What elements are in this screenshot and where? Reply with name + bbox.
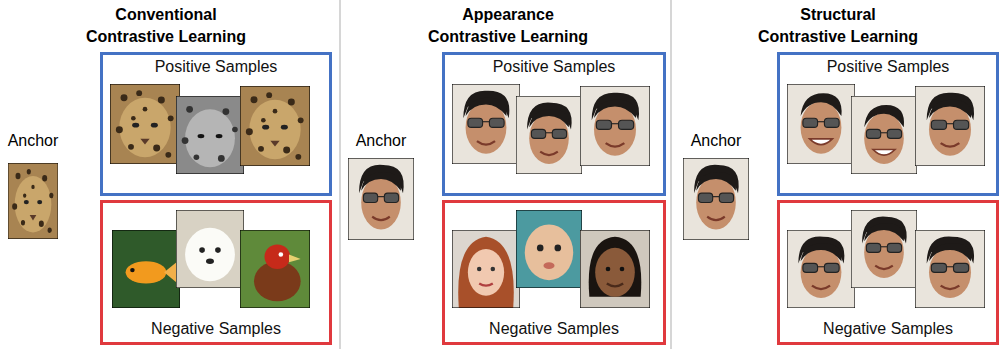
box-title: Positive Samples <box>445 58 663 76</box>
anchor-label: Anchor <box>8 132 59 150</box>
negative-samples-box: Negative Samples <box>442 200 666 345</box>
panel-heading: Structural Contrastive Learning <box>756 4 920 48</box>
panel-heading: Appearance Contrastive Learning <box>426 4 590 48</box>
box-title: Positive Samples <box>103 58 329 76</box>
anchor-label: Anchor <box>356 132 407 150</box>
positive-samples-box: Positive Samples <box>100 52 332 196</box>
panel-heading: Conventional Contrastive Learning <box>84 4 248 48</box>
positive-samples-box: Positive Samples <box>777 52 999 196</box>
negative-samples-box: Negative Samples <box>777 200 999 345</box>
box-title: Negative Samples <box>780 320 996 338</box>
box-title: Positive Samples <box>780 58 996 76</box>
positive-samples-box: Positive Samples <box>442 52 666 196</box>
box-title: Negative Samples <box>445 320 663 338</box>
negative-samples-box: Negative Samples <box>100 200 332 345</box>
box-title: Negative Samples <box>103 320 329 338</box>
anchor-label: Anchor <box>691 132 742 150</box>
